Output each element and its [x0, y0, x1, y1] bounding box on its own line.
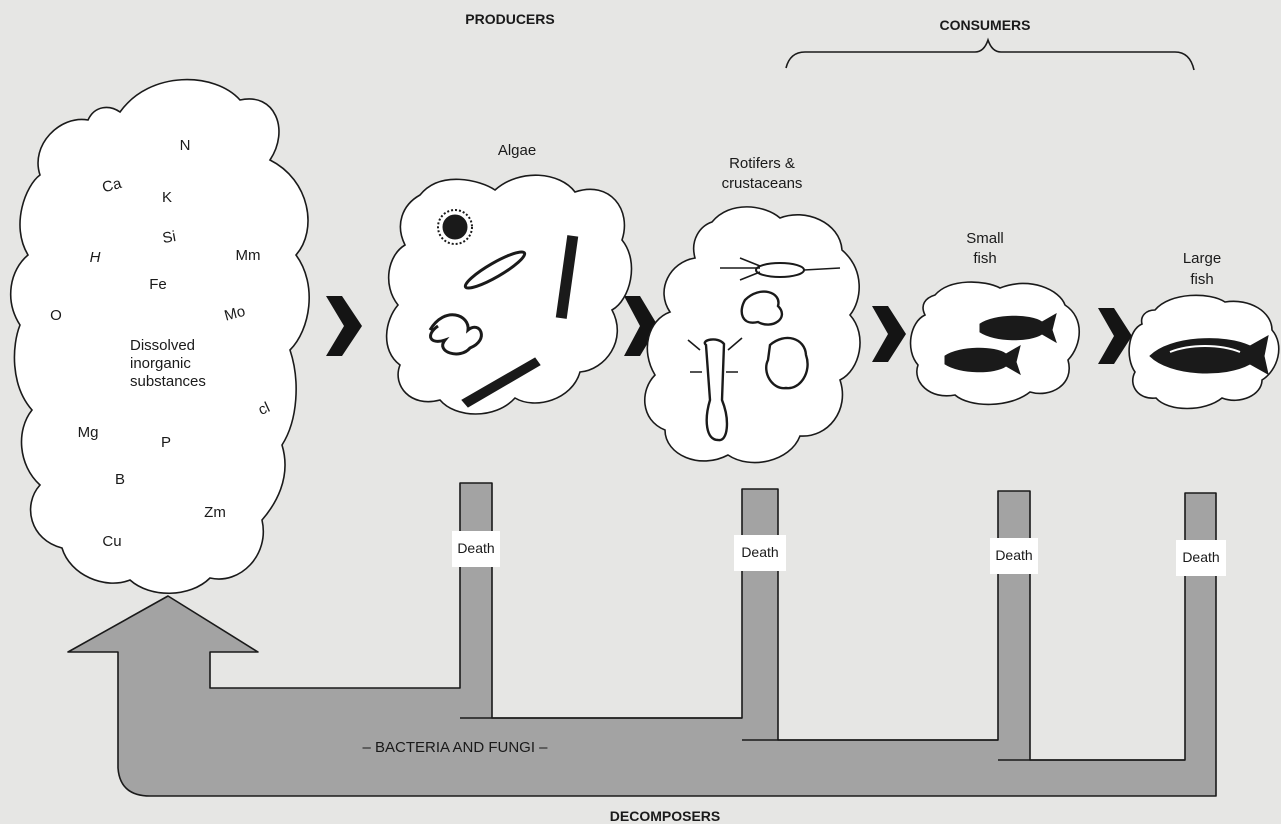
consumers-bracket: [786, 40, 1194, 70]
pool-caption-line-2: inorganic: [130, 355, 191, 372]
consumers-header: CONSUMERS: [939, 17, 1030, 33]
algae-label: Algae: [498, 142, 536, 159]
crustacean-small: [742, 292, 782, 325]
element-B: B: [115, 471, 125, 488]
death-label-algae: Death: [457, 540, 494, 556]
large-fish-group: Large fish: [1129, 250, 1279, 409]
algae-group: Algae: [387, 142, 632, 414]
flow-arrow-3: [872, 306, 906, 362]
rotifers-group: Rotifers & crustaceans: [645, 155, 860, 463]
rotifers-label-line-1: Rotifers &: [729, 155, 795, 172]
rotifers-cloud: [645, 207, 860, 463]
element-Zm: Zm: [204, 504, 226, 521]
element-O: O: [50, 307, 62, 324]
algae-spiky-cell: [443, 215, 467, 239]
flow-arrow-1: [326, 296, 362, 356]
small-fish-group: Small fish: [911, 230, 1080, 404]
large-fish-label-line-1: Large: [1183, 250, 1221, 267]
pool-caption-line-3: substances: [130, 373, 206, 390]
rotifers-label-line-2: crustaceans: [722, 175, 803, 192]
small-fish-label-line-2: fish: [973, 250, 996, 267]
death-labels: Death Death Death Death: [452, 531, 1226, 576]
death-label-small-fish: Death: [995, 547, 1032, 563]
flow-arrow-4: [1098, 308, 1132, 364]
decomposers-header: DECOMPOSERS: [610, 808, 720, 824]
death-label-large-fish: Death: [1182, 549, 1219, 565]
decomposer-label: – BACTERIA AND FUNGI –: [362, 739, 548, 756]
nutrient-pool: N Ca K Si H Mm Fe Mo O cl Mg P B Zm Cu D…: [11, 80, 309, 594]
producers-header: PRODUCERS: [465, 11, 554, 27]
element-P: P: [161, 434, 171, 451]
element-N: N: [180, 137, 191, 154]
rotifer-body: [756, 263, 804, 277]
small-fish-label-line-1: Small: [966, 230, 1004, 247]
small-fish-cloud: [911, 282, 1080, 404]
large-fish-label-line-2: fish: [1190, 271, 1213, 288]
element-H: H: [90, 249, 101, 266]
element-Mg: Mg: [78, 424, 99, 441]
element-K: K: [162, 189, 172, 206]
death-label-rotifers: Death: [741, 544, 778, 560]
pool-caption-line-1: Dissolved: [130, 337, 195, 354]
element-Mm: Mm: [236, 247, 261, 264]
element-Cu: Cu: [102, 533, 121, 550]
crustacean-round: [766, 338, 807, 388]
element-Fe: Fe: [149, 276, 167, 293]
